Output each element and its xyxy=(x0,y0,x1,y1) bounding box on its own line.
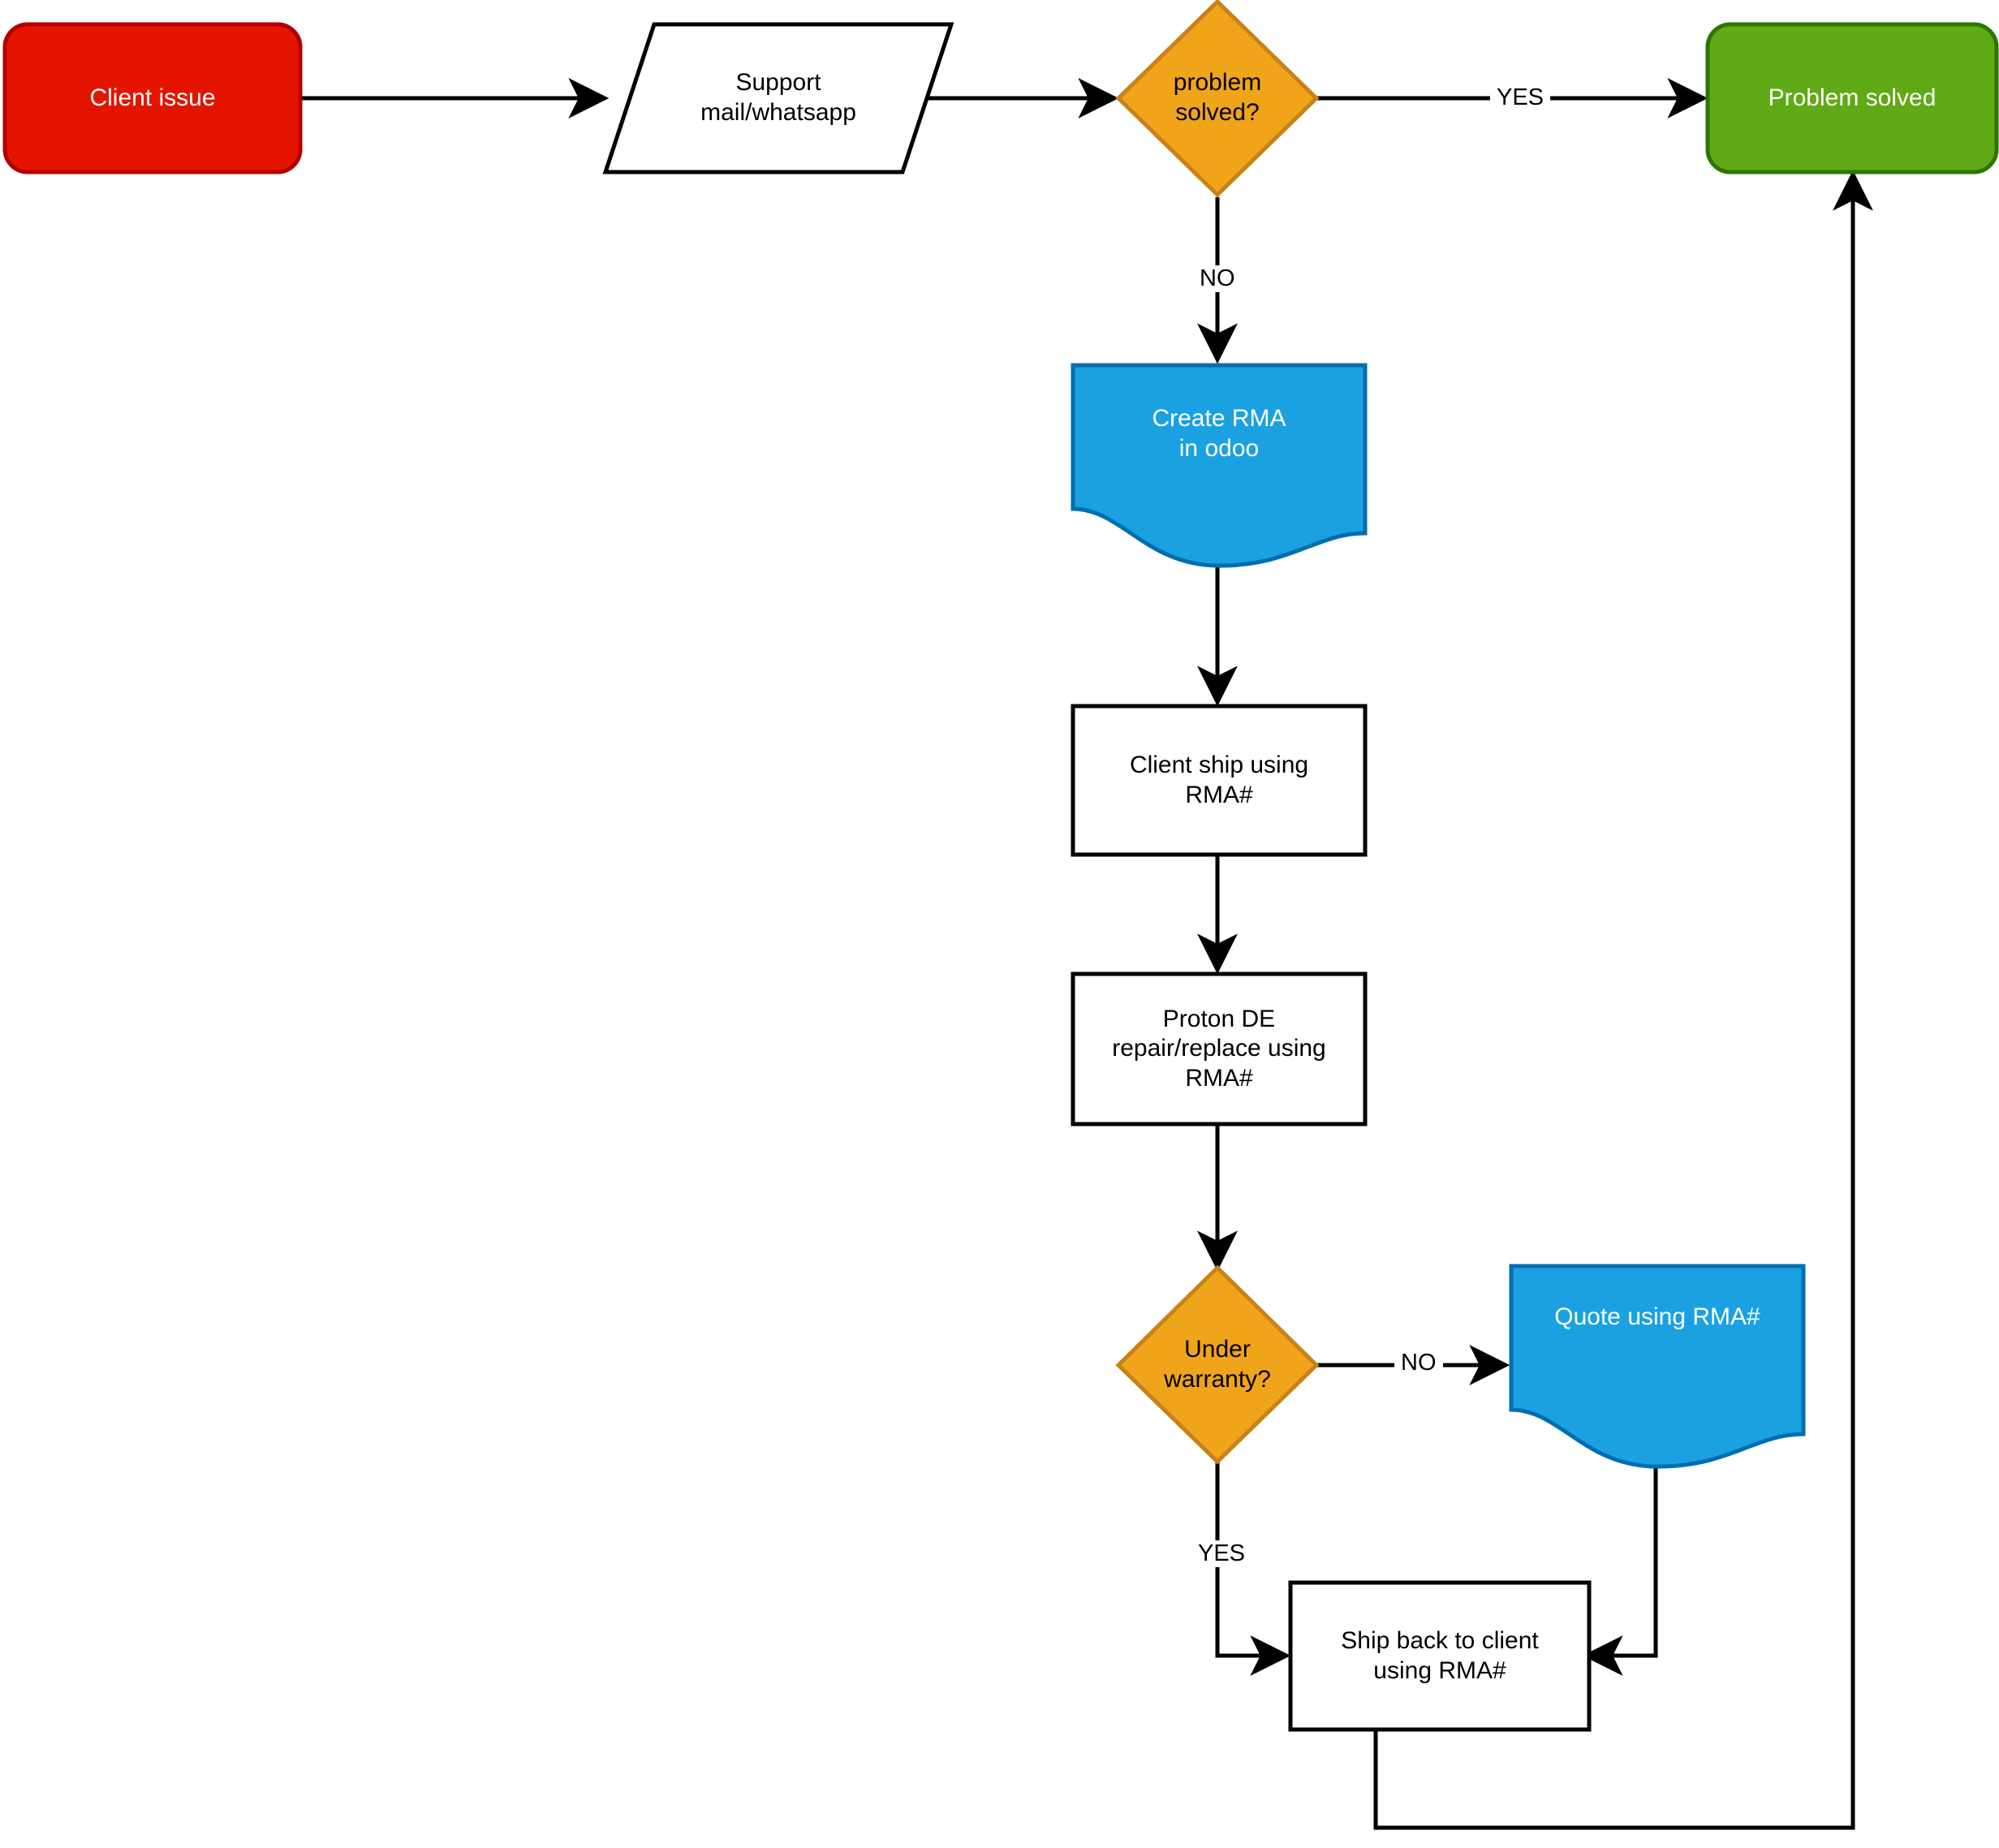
node-problem-solved-end-shape[interactable] xyxy=(1705,22,1999,174)
edge-ship-back-to-problem-solved xyxy=(1373,170,1873,1830)
node-proton-repair-shape[interactable] xyxy=(1071,971,1368,1126)
edges xyxy=(302,78,1873,1830)
shape-layer xyxy=(2,0,1999,1732)
edge-label-problem-solved-yes: YES xyxy=(1490,84,1551,111)
node-quote-rma-shape[interactable] xyxy=(1509,1264,1806,1469)
edge-label-warranty-no: NO xyxy=(1394,1350,1443,1376)
edge-quote-to-ship-back xyxy=(1582,1462,1658,1676)
node-under-warranty-shape[interactable] xyxy=(1115,1264,1320,1465)
node-support-channel-shape[interactable] xyxy=(602,22,954,174)
edge-label-problem-solved-no: NO xyxy=(1193,265,1242,292)
node-client-issue-shape[interactable] xyxy=(2,22,303,174)
edge-label-warranty-yes: YES xyxy=(1191,1540,1252,1567)
node-create-rma-shape[interactable] xyxy=(1071,363,1368,568)
node-client-ship-shape[interactable] xyxy=(1071,704,1368,857)
node-problem-solved-shape[interactable] xyxy=(1115,0,1320,198)
node-ship-back-shape[interactable] xyxy=(1288,1580,1592,1732)
edge-warranty-yes-to-ship-back xyxy=(1215,1462,1291,1676)
